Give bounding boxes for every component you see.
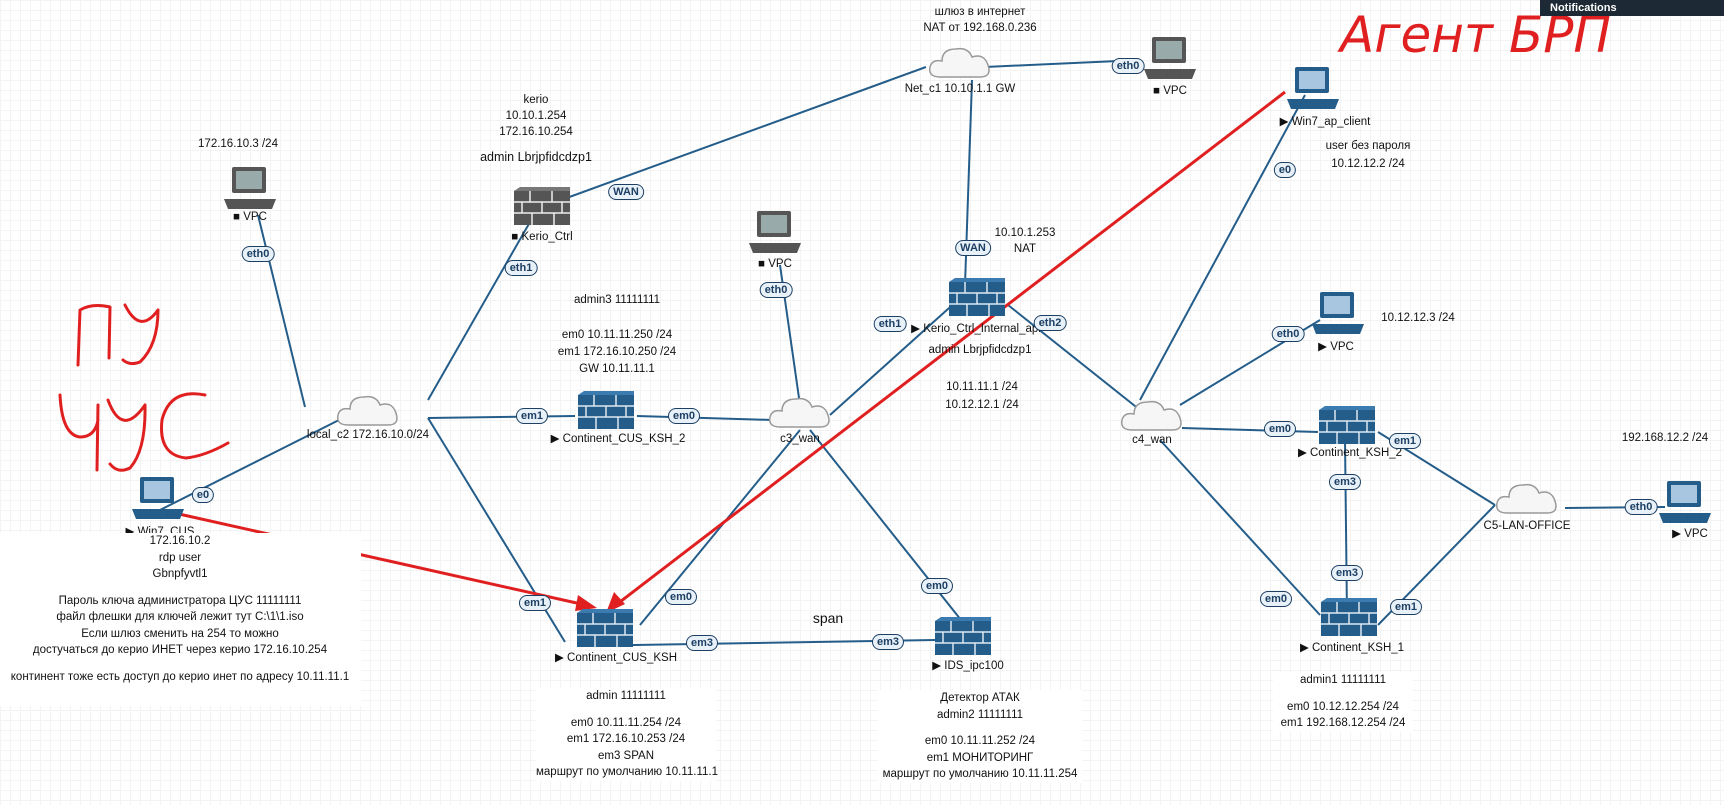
firewall-icon-continent-ksh-1[interactable] <box>1319 596 1379 638</box>
cus-ksh2-ifaces: em0 10.11.11.250 /24 em1 172.16.10.250 /… <box>557 329 677 375</box>
c4-wan-label: c4_wan <box>1132 434 1172 446</box>
gateway-annotation: шлюз в интернет NAT от 192.168.0.236 <box>923 6 1037 34</box>
computer-icon-vpc-right[interactable] <box>1310 290 1366 336</box>
iface-em0-ksh1[interactable]: em0 <box>1259 591 1293 607</box>
ids-ipc100-label: ▶ IDS_ipc100 <box>932 660 1004 672</box>
vpc-top-label: ■ VPC <box>1153 85 1187 97</box>
iface-em1-cus-ksh[interactable]: em1 <box>518 595 552 611</box>
firewall-icon-continent-cus-ksh-2[interactable] <box>576 389 636 431</box>
kerio-annotation: kerio 10.10.1.254 172.16.10.254 <box>499 94 573 138</box>
cloud-icon-c5-lan-office[interactable] <box>1495 479 1559 517</box>
link-ksh2-ksh1 <box>1344 439 1348 616</box>
link-c4-apclient <box>1139 94 1306 401</box>
iface-em1-ksh2[interactable]: em1 <box>1388 433 1422 449</box>
cloud-icon-local-c2[interactable] <box>336 391 400 429</box>
iface-em3-ksh1[interactable]: em3 <box>1330 565 1364 581</box>
firewall-icon-ids-ipc100[interactable] <box>933 615 993 657</box>
firewall-icon-kerio-ctrl-internal[interactable] <box>947 276 1007 318</box>
span-label: span <box>812 610 844 626</box>
link-c4-ksh1 <box>1159 439 1321 616</box>
iface-wan-internal[interactable]: WAN <box>955 240 991 256</box>
iface-eth1-kerio[interactable]: eth1 <box>504 260 538 276</box>
iface-eth0-vpc-mid[interactable]: eth0 <box>759 282 793 298</box>
link-local-cusksh2 <box>427 415 576 419</box>
red-arrowhead-1 <box>575 595 597 611</box>
iface-em0-ksh2[interactable]: em0 <box>1263 421 1297 437</box>
admin3-annotation: admin3 11111111 <box>573 294 661 306</box>
red-arrowhead-2 <box>606 592 625 613</box>
firewall-icon-continent-ksh-2[interactable] <box>1317 404 1377 446</box>
iface-e0-win7-cus[interactable]: e0 <box>191 487 215 503</box>
cloud-icon-c4-wan[interactable] <box>1120 396 1184 434</box>
vpc-mid-label: ■ VPC <box>758 258 792 270</box>
cloud-icon-c3-wan[interactable] <box>768 393 832 431</box>
kerio-internal-admin: admin Lbrjpfidcdzp1 <box>928 344 1032 356</box>
iface-em0-cus-ksh[interactable]: em0 <box>664 589 698 605</box>
iface-em0-ids[interactable]: em0 <box>920 578 954 594</box>
iface-eth0-vpc-right[interactable]: eth0 <box>1271 326 1305 342</box>
iface-em1-cus-ksh2[interactable]: em1 <box>515 408 549 424</box>
link-netc1-kerio <box>541 66 927 208</box>
firewall-icon-continent-cus-ksh[interactable] <box>575 607 635 649</box>
vpc-left-label: ■ VPC <box>233 211 267 223</box>
kerio-ctrl-internal-label: ▶ Kerio_Ctrl_Internal_apl <box>911 323 1041 335</box>
iface-eth1-internal[interactable]: eth1 <box>873 316 907 332</box>
ids-notes: Детектор АТАК admin2 11111111 em0 10.11.… <box>877 690 1083 783</box>
iface-e0-ap-client[interactable]: e0 <box>1273 162 1297 178</box>
continent-ksh-2-label: ▶ Continent_KSH_2 <box>1297 447 1403 459</box>
net-c1-label: Net_c1 10.10.1.1 GW <box>904 83 1016 95</box>
notifications-tab[interactable]: Notifications <box>1540 0 1724 16</box>
iface-em0-cus-ksh2[interactable]: em0 <box>667 408 701 424</box>
iface-em3-ids[interactable]: em3 <box>871 634 905 650</box>
iface-eth0-vpc-left[interactable]: eth0 <box>241 246 275 262</box>
iface-eth0-vpc-top[interactable]: eth0 <box>1111 58 1145 74</box>
vpc-right-label: ▶ VPC <box>1318 341 1354 353</box>
win7-cus-notes: 172.16.10.2 rdp user Gbnpfyvtl1 Пароль к… <box>0 533 361 706</box>
iface-wan-kerio[interactable]: WAN <box>608 184 644 200</box>
vpc-office-label: ▶ VPC <box>1672 528 1708 540</box>
vpc-office-ip: 192.168.12.2 /24 <box>1621 432 1709 444</box>
firewall-icon-kerio-ctrl[interactable] <box>512 185 572 227</box>
iface-em3-ksh2[interactable]: em3 <box>1328 474 1362 490</box>
local-c2-label: local_c2 172.16.10.0/24 <box>306 429 430 441</box>
computer-icon-vpc-left[interactable] <box>222 165 278 211</box>
link-internal-c4 <box>1007 304 1141 411</box>
continent-cus-ksh-label: ▶ Continent_CUS_KSH <box>555 652 677 664</box>
kerio-admin-annotation: admin Lbrjpfidcdzp1 <box>480 150 592 164</box>
win7-ap-client-info: user без пароля 10.12.12.2 /24 <box>1325 140 1411 170</box>
iface-em3-cus-ksh[interactable]: em3 <box>685 635 719 651</box>
continent-ksh-1-label: ▶ Continent_KSH_1 <box>1299 642 1405 654</box>
link-c3-internal <box>829 299 959 416</box>
kerio-ctrl-label: ■ Kerio_Ctrl <box>511 231 573 243</box>
c3-wan-label: c3_wan <box>780 433 820 445</box>
cloud-icon-net-c1[interactable] <box>928 43 992 81</box>
kerio-internal-nets: 10.11.11.1 /24 10.12.12.1 /24 <box>945 381 1019 411</box>
computer-icon-win7-ap-client[interactable] <box>1285 65 1341 111</box>
iface-em1-ksh1[interactable]: em1 <box>1389 599 1423 615</box>
link-local-win7 <box>159 417 344 511</box>
iface-eth0-vpc-office[interactable]: eth0 <box>1624 499 1658 515</box>
computer-icon-vpc-office[interactable] <box>1657 479 1713 525</box>
computer-icon-vpc-mid[interactable] <box>747 209 803 255</box>
admin1-notes: admin1 11111111 em0 10.12.12.254 /24 em1… <box>1273 672 1413 732</box>
link-kerio-local <box>427 221 531 401</box>
win7-ap-client-label: ▶ Win7_ap_client <box>1279 116 1371 128</box>
kerio-internal-ip: 10.10.1.253 NAT <box>994 227 1056 255</box>
computer-icon-vpc-top[interactable] <box>1142 35 1198 81</box>
cus-ksh-notes: admin 11111111 em0 10.11.11.254 /24 em1 … <box>536 688 718 781</box>
c5-lan-office-label: C5-LAN-OFFICE <box>1483 520 1571 532</box>
vpc-right-ip: 10.12.12.3 /24 <box>1381 312 1455 324</box>
computer-icon-win7-cus[interactable] <box>130 475 186 521</box>
iface-eth2-internal[interactable]: eth2 <box>1033 315 1067 331</box>
continent-cus-ksh-2-label: ▶ Continent_CUS_KSH_2 <box>550 433 686 445</box>
link-cusksh2-c3 <box>636 415 774 421</box>
red-arrow-apclient-to-cusksh <box>611 90 1286 610</box>
vpc-left-ip: 172.16.10.3 /24 <box>198 138 278 150</box>
red-arrow-win7cus-to-cusksh <box>169 510 591 608</box>
